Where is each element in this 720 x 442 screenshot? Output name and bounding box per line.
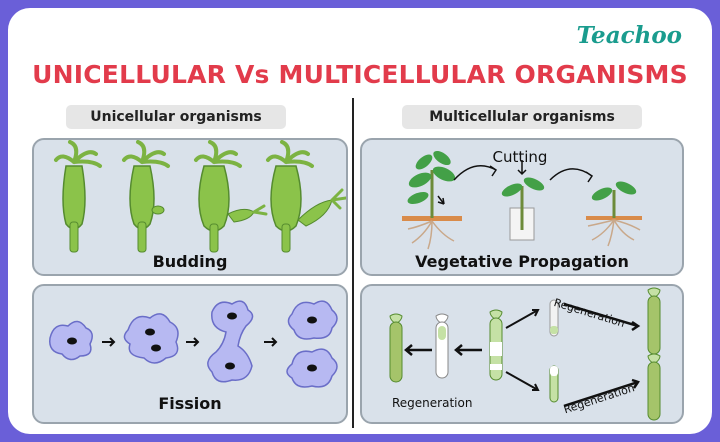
column-divider [352,98,354,428]
hydra-stage-3 [194,140,268,253]
fission-arrow-1 [102,337,116,347]
hydra-stage-1 [54,140,102,253]
propagation-arrow-1 [453,165,498,181]
fission-arrow-2 [186,337,200,347]
regeneration-panel: Regeneration Regeneration Regeneration [360,284,684,424]
planaria-top-piece [549,299,559,337]
regen-arrow-bottom-right [563,378,640,408]
planaria-whole [489,309,503,381]
amoeba-stage-2 [123,313,179,364]
regen-arrow-up [505,309,540,329]
right-heading: Multicellular organisms [402,105,642,129]
amoeba-stage-3 [207,300,254,383]
amoeba-stage-4b [286,348,338,388]
planaria-right-top [647,287,661,355]
cutting-label: Cutting [492,148,548,166]
fission-arrow-3 [264,337,278,347]
fission-label: Fission [158,394,222,413]
parent-plant [402,150,462,250]
hydra-stage-4 [266,140,346,253]
propagation-arrow-2 [549,168,594,183]
budding-illustration [54,140,346,253]
hydra-stage-2 [122,140,170,253]
fission-illustration [49,300,338,388]
regen-arrow-top-right [563,302,641,332]
vegetative-illustration [402,150,642,250]
amoeba-stage-4a [287,300,338,340]
diagram-card: Teachoo UNICELLULAR Vs MULTICELLULAR ORG… [8,8,712,434]
regeneration-label-main: Regeneration [392,396,473,410]
regeneration-illustration [389,287,661,421]
vegetative-label: Vegetative Propagation [415,252,629,271]
regen-arrow-left-1 [454,344,482,356]
regen-arrow-down [505,371,540,391]
cutting-jar [501,160,545,241]
fission-panel: Fission [32,284,348,424]
planaria-right-bottom [647,353,661,421]
brand-logo: Teachoo [576,22,682,49]
planaria-left-regenerated [389,313,403,383]
vegetative-panel: Cutting Vegetative Propagation [360,138,684,276]
budding-panel: Budding [32,138,348,276]
planaria-head-piece [435,313,449,379]
amoeba-stage-1 [49,320,93,361]
page-title: UNICELLULAR Vs MULTICELLULAR ORGANISMS [32,60,688,89]
budding-label: Budding [152,252,228,271]
regen-arrow-left-2 [404,344,432,356]
new-plant [586,181,642,247]
planaria-bottom-piece [549,365,559,403]
left-heading: Unicellular organisms [66,105,286,129]
